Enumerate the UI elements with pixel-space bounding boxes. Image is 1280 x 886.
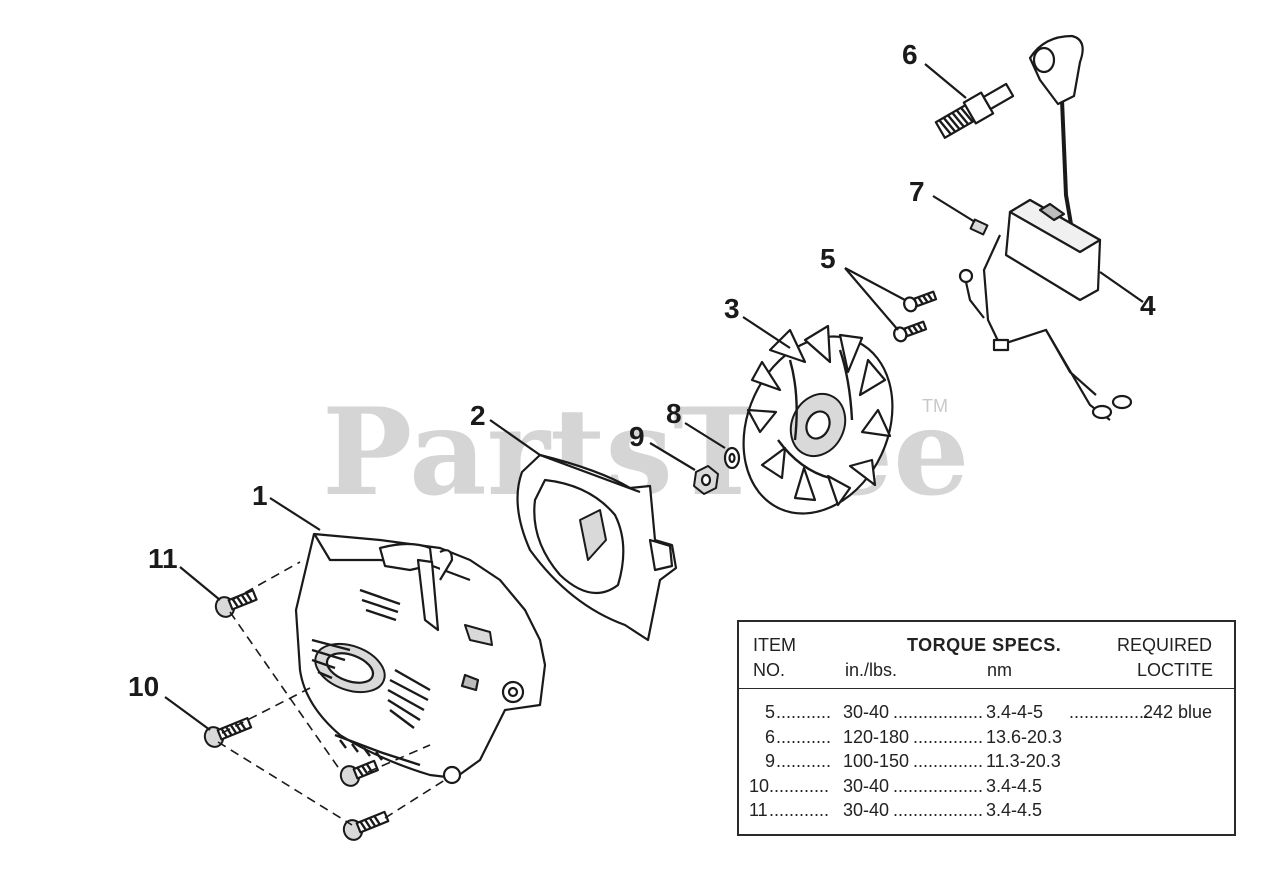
cell-item: 5 bbox=[765, 702, 776, 722]
part-1-starter-cover[interactable] bbox=[294, 532, 547, 785]
callout-8: 8 bbox=[666, 398, 682, 429]
part-5-screws[interactable] bbox=[892, 289, 938, 343]
dot-leader: .................. bbox=[893, 702, 984, 722]
callout-1: 1 bbox=[252, 480, 268, 511]
callout-11: 11 bbox=[148, 543, 178, 574]
cell-item: 10 bbox=[749, 775, 770, 796]
table-divider bbox=[739, 688, 1234, 689]
watermark-trademark: TM bbox=[922, 396, 948, 416]
part-9-nut[interactable] bbox=[693, 465, 719, 495]
dot-leader: ................ bbox=[1069, 702, 1150, 722]
cell-in-lbs: 120-180 bbox=[843, 726, 910, 747]
cell-nm: 13.6-20.3 bbox=[986, 726, 1063, 747]
dot-leader: .................. bbox=[893, 775, 984, 796]
callout-5: 5 bbox=[820, 243, 836, 274]
cell-in-lbs: 30-40 bbox=[843, 800, 890, 820]
dot-leader: ............ bbox=[769, 775, 830, 796]
part-4-ignition-module[interactable] bbox=[958, 34, 1133, 421]
cell-in-lbs: 100-150 bbox=[843, 751, 910, 771]
cell-loctite: 242 blue bbox=[1143, 702, 1213, 722]
callout-3: 3 bbox=[724, 293, 740, 324]
callout-labels: 1 2 3 4 5 6 7 8 9 10 11 bbox=[128, 39, 1156, 702]
dot-leader: .............. bbox=[913, 751, 984, 771]
part-6-spark-plug[interactable] bbox=[934, 80, 1015, 141]
header-no: NO. bbox=[753, 660, 786, 680]
callout-2: 2 bbox=[470, 400, 486, 431]
cell-item: 11 bbox=[749, 800, 768, 820]
dot-leader: .................. bbox=[893, 800, 984, 820]
dot-leader: ........... bbox=[776, 751, 832, 771]
callout-10: 10 bbox=[128, 671, 159, 702]
cell-item: 6 bbox=[765, 726, 776, 747]
header-loctite: LOCTITE bbox=[1137, 660, 1214, 680]
leader-lines bbox=[164, 63, 1144, 731]
torque-specs-table: ITEM NO. TORQUE SPECS. in./lbs. nm REQUI… bbox=[737, 620, 1236, 836]
callout-7: 7 bbox=[909, 176, 925, 207]
cell-item: 9 bbox=[765, 751, 776, 771]
dot-leader: ........... bbox=[776, 726, 832, 747]
part-2-fan-housing[interactable] bbox=[516, 453, 678, 642]
callout-6: 6 bbox=[902, 39, 918, 70]
header-in-lbs: in./lbs. bbox=[845, 660, 898, 680]
dot-leader: ........... bbox=[776, 702, 832, 722]
callout-9: 9 bbox=[629, 421, 645, 452]
part-8-washer[interactable] bbox=[723, 446, 741, 470]
part-3-flywheel[interactable] bbox=[716, 312, 921, 538]
header-torque-specs: TORQUE SPECS. bbox=[907, 635, 1062, 655]
callout-4: 4 bbox=[1140, 290, 1156, 321]
cell-in-lbs: 30-40 bbox=[843, 775, 890, 796]
cell-nm: 3.4-4.5 bbox=[986, 800, 1043, 820]
header-nm: nm bbox=[987, 660, 1013, 680]
cell-nm: 3.4-4-5 bbox=[986, 702, 1044, 722]
header-item: ITEM bbox=[753, 635, 796, 655]
dot-leader: .............. bbox=[913, 726, 984, 747]
dot-leader: ............ bbox=[769, 800, 830, 820]
part-7-terminal[interactable] bbox=[969, 218, 989, 236]
part-10-screws[interactable] bbox=[202, 713, 390, 842]
cell-nm: 11.3-20.3 bbox=[986, 751, 1061, 771]
assembly-lines bbox=[217, 561, 449, 826]
cell-nm: 3.4-4.5 bbox=[986, 775, 1043, 796]
part-11-screw[interactable] bbox=[213, 586, 259, 620]
cell-in-lbs: 30-40 bbox=[843, 702, 890, 722]
header-required: REQUIRED bbox=[1117, 635, 1213, 655]
